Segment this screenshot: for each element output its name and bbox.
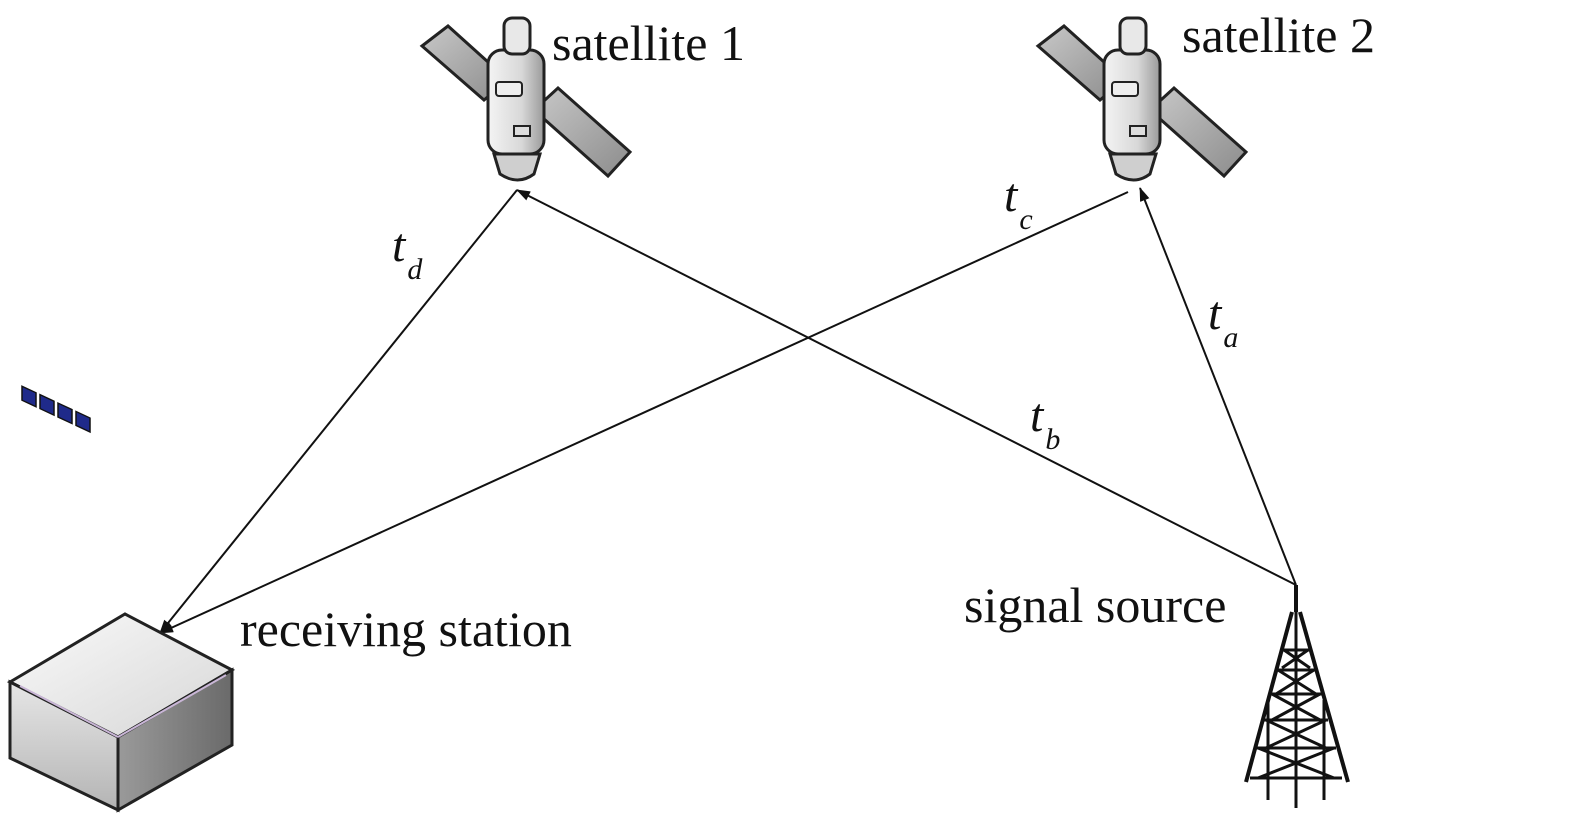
path-tc-label: tc — [1004, 169, 1033, 235]
path-td-base: t — [392, 219, 406, 272]
path-td-label: td — [392, 219, 422, 285]
satellite-2-label: satellite 2 — [1182, 7, 1375, 63]
receiving-station-label: receiving station — [240, 601, 572, 657]
signal-paths — [159, 187, 1297, 634]
path-tc-sub: c — [1019, 203, 1033, 236]
signal-tower-icon — [1244, 585, 1350, 808]
path-td-sub: d — [407, 253, 423, 286]
path-ta-sub: a — [1223, 321, 1239, 354]
path-tb-label: tb — [1030, 389, 1060, 455]
path-ta-line — [1139, 187, 1297, 586]
satellite-1-label: satellite 1 — [552, 15, 745, 71]
satellite-1-icon — [419, 16, 633, 182]
satellite-2-icon — [1035, 16, 1249, 182]
path-tb-base: t — [1030, 389, 1044, 442]
path-tc-base: t — [1004, 169, 1018, 222]
path-tb-line — [516, 189, 1297, 586]
path-tc-line — [159, 191, 1129, 634]
path-ta-base: t — [1208, 287, 1222, 340]
receiving-station-icon — [6, 385, 236, 813]
signal-source-label: signal source — [964, 577, 1227, 633]
path-tb-sub: b — [1045, 423, 1061, 456]
path-td-line — [159, 189, 518, 634]
path-ta-label: ta — [1208, 287, 1238, 353]
